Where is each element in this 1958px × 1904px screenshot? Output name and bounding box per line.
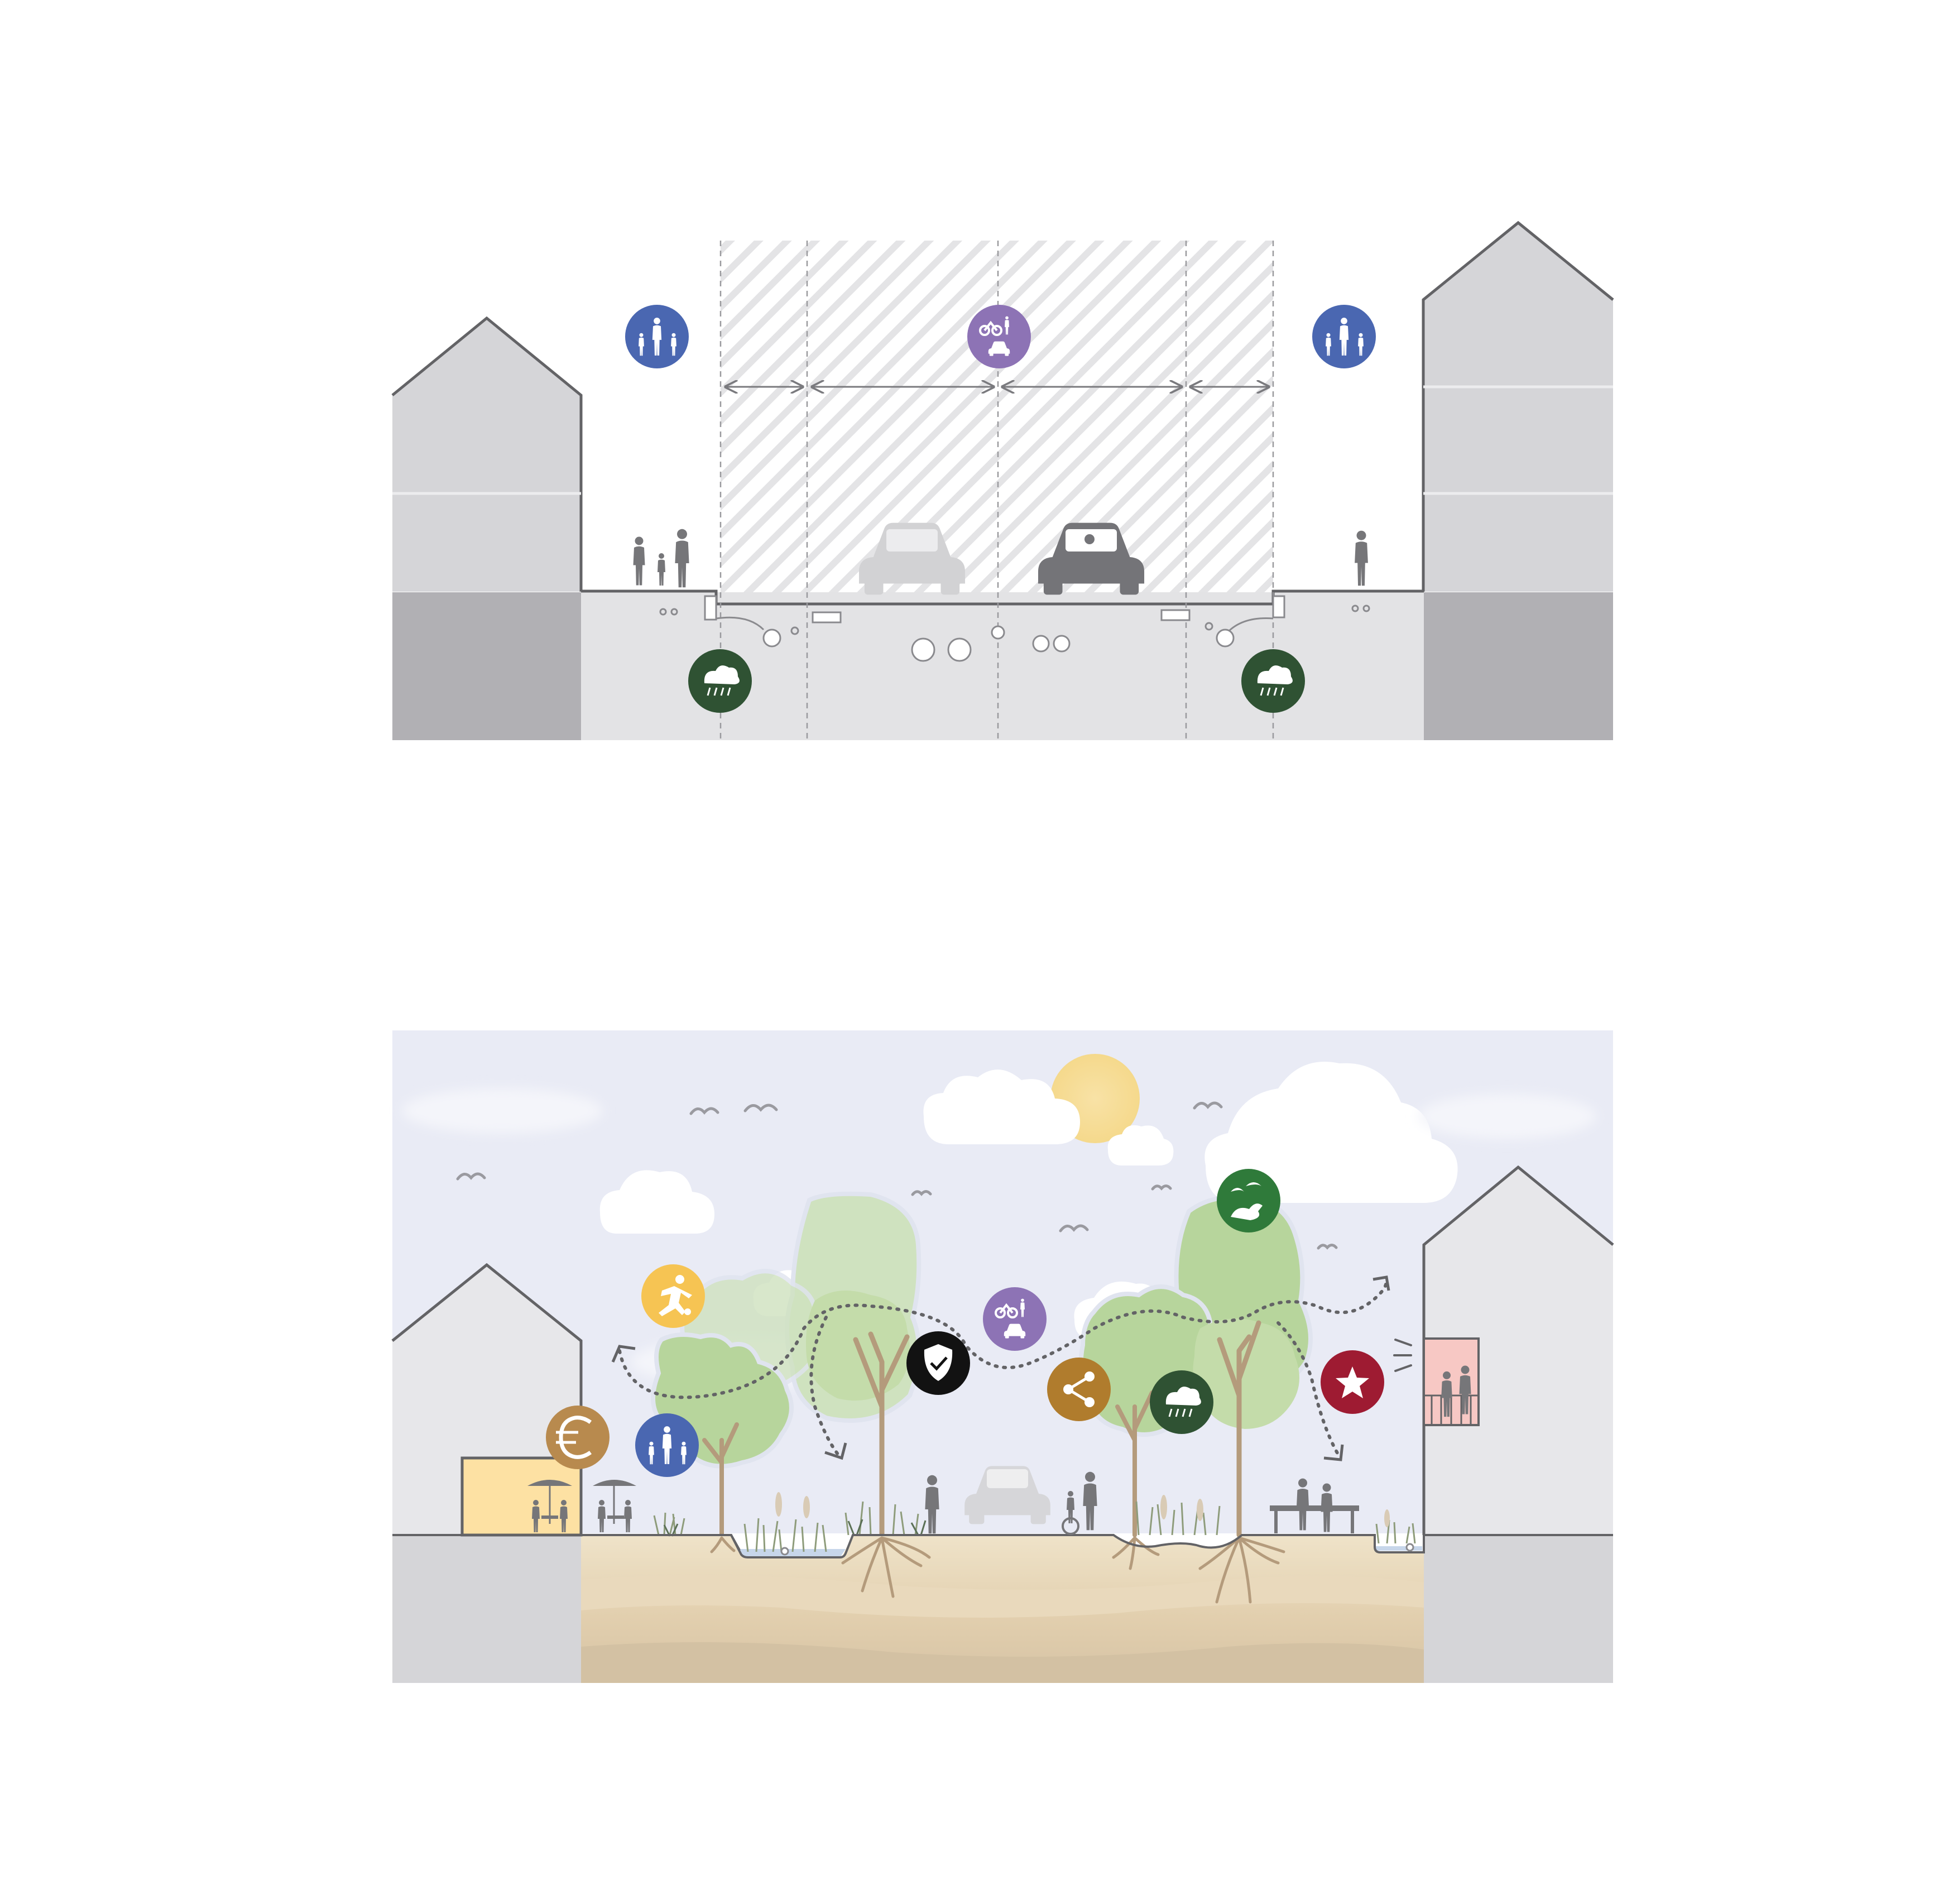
euro-icon [546, 1406, 610, 1469]
rain-cloud-icon [1150, 1370, 1213, 1434]
tree-trunks [702, 1320, 1261, 1538]
car-driver [1084, 534, 1095, 544]
right-basement [1424, 592, 1613, 740]
cloud [923, 1069, 1080, 1144]
car-window-light [886, 529, 938, 551]
balcony-railing [1424, 1394, 1479, 1425]
family-pedestrian-icon [635, 1413, 699, 1477]
tree-roots [710, 1536, 1285, 1604]
mixed-mobility-icon [983, 1287, 1047, 1351]
circulation-flow-paths [618, 1277, 1388, 1459]
future-surface-line [581, 1534, 1613, 1558]
shield-check-icon [906, 1331, 970, 1395]
right-building-future [1424, 1167, 1613, 1535]
birds-icon [1217, 1169, 1280, 1232]
bench-with-people [1270, 1478, 1359, 1533]
vegetation-plumes [775, 1492, 1390, 1527]
traffic-zone-hatch [721, 241, 1273, 592]
flow-arrowheads [611, 1275, 1390, 1461]
vegetation-grasses [653, 1501, 1416, 1552]
family-pedestrian-icon [1312, 305, 1376, 368]
soil-layer [581, 1575, 1424, 1618]
right-building [1423, 222, 1613, 592]
bird-flock [456, 1101, 1338, 1250]
left-building [392, 318, 581, 592]
cloud-group [599, 1062, 1458, 1339]
left-basement [392, 592, 581, 740]
pedestrian-family-left [633, 529, 689, 588]
current-section-panel [391, 220, 1614, 740]
utility-pipes [659, 595, 1370, 662]
cloud [599, 1170, 714, 1234]
right-building-roofline [1422, 220, 1614, 592]
street-ground-line [581, 589, 1424, 606]
mixed-mobility-icon [967, 305, 1031, 368]
rain-cloud-icon [1241, 649, 1305, 713]
star-icon [1321, 1350, 1384, 1414]
future-section-panel [391, 1030, 1614, 1683]
noise-lines [1393, 1339, 1412, 1372]
cafe-umbrellas [527, 1480, 636, 1532]
bioswale-water-left [737, 1549, 846, 1557]
cloud [1107, 1125, 1174, 1166]
football-player-icon [641, 1264, 705, 1328]
cloud [1204, 1062, 1458, 1203]
share-network-icon [1047, 1358, 1111, 1421]
wheelchair-user-with-carer [1062, 1471, 1097, 1535]
rain-cloud-icon [688, 649, 752, 713]
right-basement-future [1424, 1536, 1613, 1683]
family-pedestrian-icon [625, 305, 689, 368]
future-car-window [987, 1469, 1028, 1488]
pedestrian-right [1355, 530, 1368, 586]
soil-layer-deep [581, 1642, 1424, 1683]
bioswale-water-right [1376, 1546, 1422, 1551]
left-basement-future [392, 1536, 581, 1683]
drain-outlets [780, 1543, 1414, 1556]
